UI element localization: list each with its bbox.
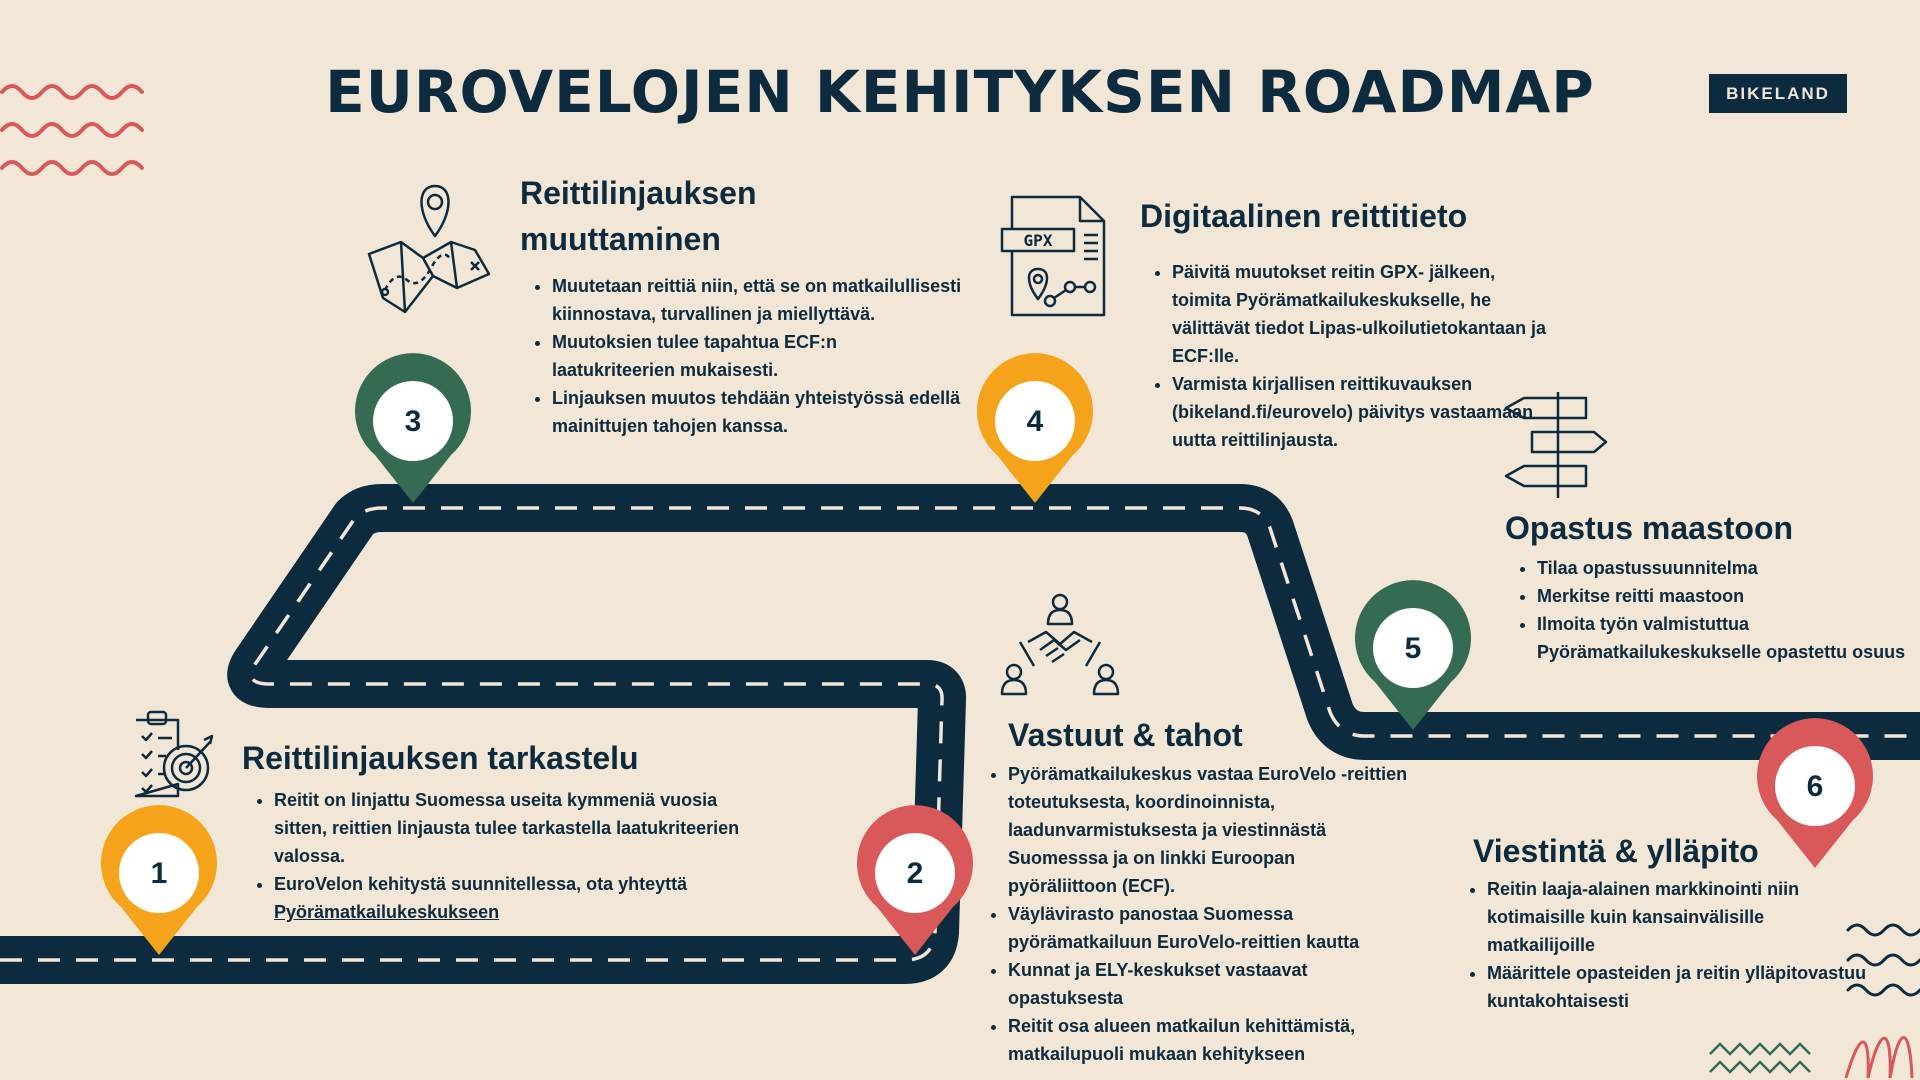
marker-5: 5 <box>1355 580 1471 730</box>
section-signage-title: Opastus maastoon <box>1505 510 1794 546</box>
list-item: EuroVelon kehitystä suunnitellessa, ota … <box>274 870 774 926</box>
section-route-change-title-line1: Reittilinjauksen <box>520 175 757 211</box>
handshake-network-icon <box>1000 593 1120 696</box>
section-communication-title: Viestintä & ylläpito <box>1473 833 1759 869</box>
marker-1-number: 1 <box>151 857 168 890</box>
list-item: Kunnat ja ELY-keskukset vastaavat opastu… <box>1008 956 1408 1012</box>
list-item: Väylävirasto panostaa Suomessa pyörämatk… <box>1008 900 1408 956</box>
list-item: Reitit on linjattu Suomessa useita kymme… <box>274 786 774 870</box>
section-route-change-list: Muutetaan reittiä niin, että se on matka… <box>520 272 962 440</box>
list-item: Merkitse reitti maastoon <box>1537 582 1907 610</box>
section-review-title: Reittilinjauksen tarkastelu <box>242 740 639 776</box>
list-item: Päivitä muutokset reitin GPX- jälkeen, t… <box>1172 258 1552 370</box>
list-item: Linjauksen muutos tehdään yhteistyössä e… <box>552 384 962 440</box>
section-signage-list: Tilaa opastussuunnitelma Merkitse reitti… <box>1505 554 1907 666</box>
list-item-text: EuroVelon kehitystä suunnitellessa, ota … <box>274 874 688 894</box>
page-title: EUROVELOJEN KEHITYKSEN ROADMAP <box>325 58 1595 126</box>
gpx-icon-label: GPX <box>1024 231 1053 250</box>
list-item: Määrittele opasteiden ja reitin ylläpito… <box>1487 959 1867 1015</box>
folded-map-icon <box>367 184 491 314</box>
section-responsibilities-title: Vastuut & tahot <box>1008 717 1243 753</box>
marker-2: 2 <box>857 805 973 955</box>
marker-6: 6 <box>1757 718 1873 868</box>
checklist-target-icon <box>134 710 214 798</box>
marker-4-number: 4 <box>1027 405 1044 438</box>
list-item: Reitin laaja-alainen markkinointi niin k… <box>1487 875 1867 959</box>
list-item: Varmista kirjallisen reittikuvauksen (bi… <box>1172 370 1552 454</box>
decorative-wave-lines <box>0 84 144 176</box>
marker-4: 4 <box>977 353 1093 503</box>
section-review-list: Reitit on linjattu Suomessa useita kymme… <box>242 786 774 926</box>
section-route-change-title: Reittilinjauksen muuttaminen <box>520 170 880 262</box>
marker-3-number: 3 <box>405 405 422 438</box>
section-responsibilities-list: Pyörämatkailukeskus vastaa EuroVelo -rei… <box>976 760 1408 1068</box>
section-communication-list: Reitin laaja-alainen markkinointi niin k… <box>1455 875 1867 1015</box>
section-route-change-title-line2: muuttaminen <box>520 221 721 257</box>
marker-3: 3 <box>355 353 471 503</box>
section-digital-title: Digitaalinen reittitieto <box>1140 198 1468 234</box>
list-item: Muutetaan reittiä niin, että se on matka… <box>552 272 962 328</box>
gpx-file-icon: GPX <box>1000 195 1106 317</box>
decorative-zigzag-lines <box>1709 1042 1811 1074</box>
list-item: Reitit osa alueen matkailun kehittämistä… <box>1008 1012 1408 1068</box>
brand-logo: BIKELAND <box>1709 74 1847 113</box>
list-item: Pyörämatkailukeskus vastaa EuroVelo -rei… <box>1008 760 1408 900</box>
marker-1: 1 <box>101 805 217 955</box>
marker-6-number: 6 <box>1807 770 1824 803</box>
list-item: Ilmoita työn valmistuttua Pyörämatkailuk… <box>1537 610 1907 666</box>
signpost-icon <box>1504 392 1608 498</box>
list-item: Muutoksien tulee tapahtua ECF:n laatukri… <box>552 328 962 384</box>
decorative-wave-lines-navy <box>1846 923 1920 997</box>
contact-link[interactable]: Pyörämatkailukeskukseen <box>274 902 500 922</box>
marker-2-number: 2 <box>907 857 924 890</box>
section-digital-list: Päivitä muutokset reitin GPX- jälkeen, t… <box>1140 258 1552 454</box>
decorative-scribble <box>1844 1036 1914 1079</box>
marker-5-number: 5 <box>1405 632 1422 665</box>
list-item: Tilaa opastussuunnitelma <box>1537 554 1907 582</box>
